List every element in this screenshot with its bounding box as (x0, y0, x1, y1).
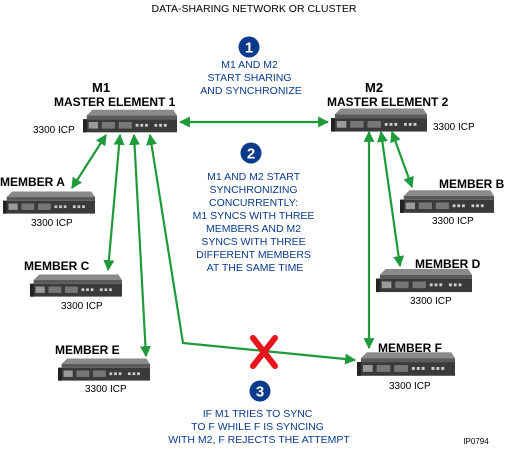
step-3-badge (249, 380, 271, 402)
svg-text:M1 AND M2 START SYNCHRON: M1 AND M2 START SYNCHRONIZING CONCURRENT… (193, 171, 318, 274)
arrow-m1-member-a (71, 134, 107, 189)
node-member-b: MEMBER B 3300 ICP (400, 177, 505, 227)
node-m2-device (331, 108, 427, 132)
node-m1-model: 3300 ICP (33, 125, 75, 136)
node-member-f-device (357, 352, 455, 376)
arrow-m1-member-f-rejected (146, 133, 357, 365)
step-2-line: M1 AND M2 START (207, 171, 301, 183)
svg-text:IF M1 TRIES TO SYNC TO F: IF M1 TRIES TO SYNC TO F WHILE F IS SYNC… (168, 408, 350, 446)
arrow-m2-member-d (376, 130, 405, 268)
node-member-a: MEMBER A 3300 ICP (0, 175, 95, 229)
node-m2-model: 3300 ICP (433, 122, 475, 133)
node-member-b-device (400, 190, 494, 213)
node-member-d-model: 3300 ICP (410, 296, 452, 307)
node-m1-name: MASTER ELEMENT 1 (54, 95, 176, 109)
step-2: 2 M1 AND M2 START SYNCHRONIZING CONCURRE… (193, 142, 318, 274)
svg-text:M1 AND M2 START SHARING: M1 AND M2 START SHARING AND SYNCHRONIZE (200, 59, 302, 97)
node-m2-id: M2 (365, 80, 383, 95)
node-member-b-model: 3300 ICP (432, 216, 474, 227)
sync-arrows (71, 116, 414, 365)
step-3-line: WITH M2, F REJECTS THE ATTEMPT (168, 434, 350, 446)
step-1: 1 M1 AND M2 START SHARING AND SYNCHRONIZ… (200, 36, 302, 97)
node-member-d-name: MEMBER D (415, 257, 481, 271)
step-3: 3 IF M1 TRIES TO SYNC TO F WHILE F IS SY… (168, 380, 350, 446)
figure-id: IP0794 (463, 437, 489, 446)
node-member-a-device (3, 191, 95, 214)
node-member-d: MEMBER D 3300 ICP (376, 257, 481, 307)
node-m2: M2 MASTER ELEMENT 2 3300 ICP (327, 80, 475, 133)
node-member-e-name: MEMBER E (55, 343, 120, 357)
node-m1: M1 MASTER ELEMENT 1 3300 ICP (33, 80, 177, 136)
node-member-a-model: 3300 ICP (31, 218, 73, 229)
node-member-e-model: 3300 ICP (85, 384, 127, 395)
step-1-line: START SHARING (208, 72, 292, 84)
node-m1-device (83, 109, 177, 133)
node-member-c: MEMBER C 3300 ICP (24, 259, 122, 312)
x-mark-icon (250, 335, 278, 369)
node-member-e-device (58, 358, 150, 381)
step-2-line: MEMBERS AND M2 (206, 223, 301, 235)
step-3-line: TO F WHILE F IS SYNCING (191, 421, 324, 433)
step-1-badge (238, 36, 260, 58)
node-member-a-name: MEMBER A (0, 175, 65, 189)
node-member-c-device (30, 274, 122, 297)
node-member-f: MEMBER F 3300 ICP (357, 341, 455, 392)
step-2-line: SYNCS WITH THREE (201, 236, 305, 248)
step-3-line: IF M1 TRIES TO SYNC (203, 408, 313, 420)
step-2-line: AT THE SAME TIME (207, 262, 304, 274)
node-m2-name: MASTER ELEMENT 2 (327, 95, 449, 109)
node-member-c-model: 3300 ICP (61, 301, 103, 312)
step-2-line: CONCURRENTLY: (209, 197, 298, 209)
step-2-line: M1 SYNCS WITH THREE (193, 210, 315, 222)
node-member-d-device (376, 269, 472, 293)
node-member-e: MEMBER E 3300 ICP (55, 343, 150, 395)
step-2-number: 2 (247, 146, 255, 163)
diagram-title: DATA-SHARING NETWORK OR CLUSTER (152, 3, 357, 15)
step-2-badge (240, 142, 262, 164)
arrow-m1-member-e (129, 133, 151, 358)
node-m1-id: M1 (92, 80, 110, 95)
arrow-m1-member-c (103, 133, 125, 272)
node-member-c-name: MEMBER C (24, 259, 90, 273)
step-2-line: SYNCHRONIZING (209, 184, 297, 196)
node-member-f-model: 3300 ICP (389, 381, 431, 392)
step-1-line: AND SYNCHRONIZE (200, 85, 302, 97)
node-member-b-name: MEMBER B (439, 177, 505, 191)
arrow-m2-member-b (390, 130, 414, 189)
step-1-line: M1 AND M2 (221, 59, 278, 71)
step-1-number: 1 (245, 40, 253, 57)
step-3-number: 3 (256, 384, 264, 401)
node-member-f-name: MEMBER F (378, 341, 442, 355)
step-2-line: DIFFERENT MEMBERS (196, 249, 311, 261)
